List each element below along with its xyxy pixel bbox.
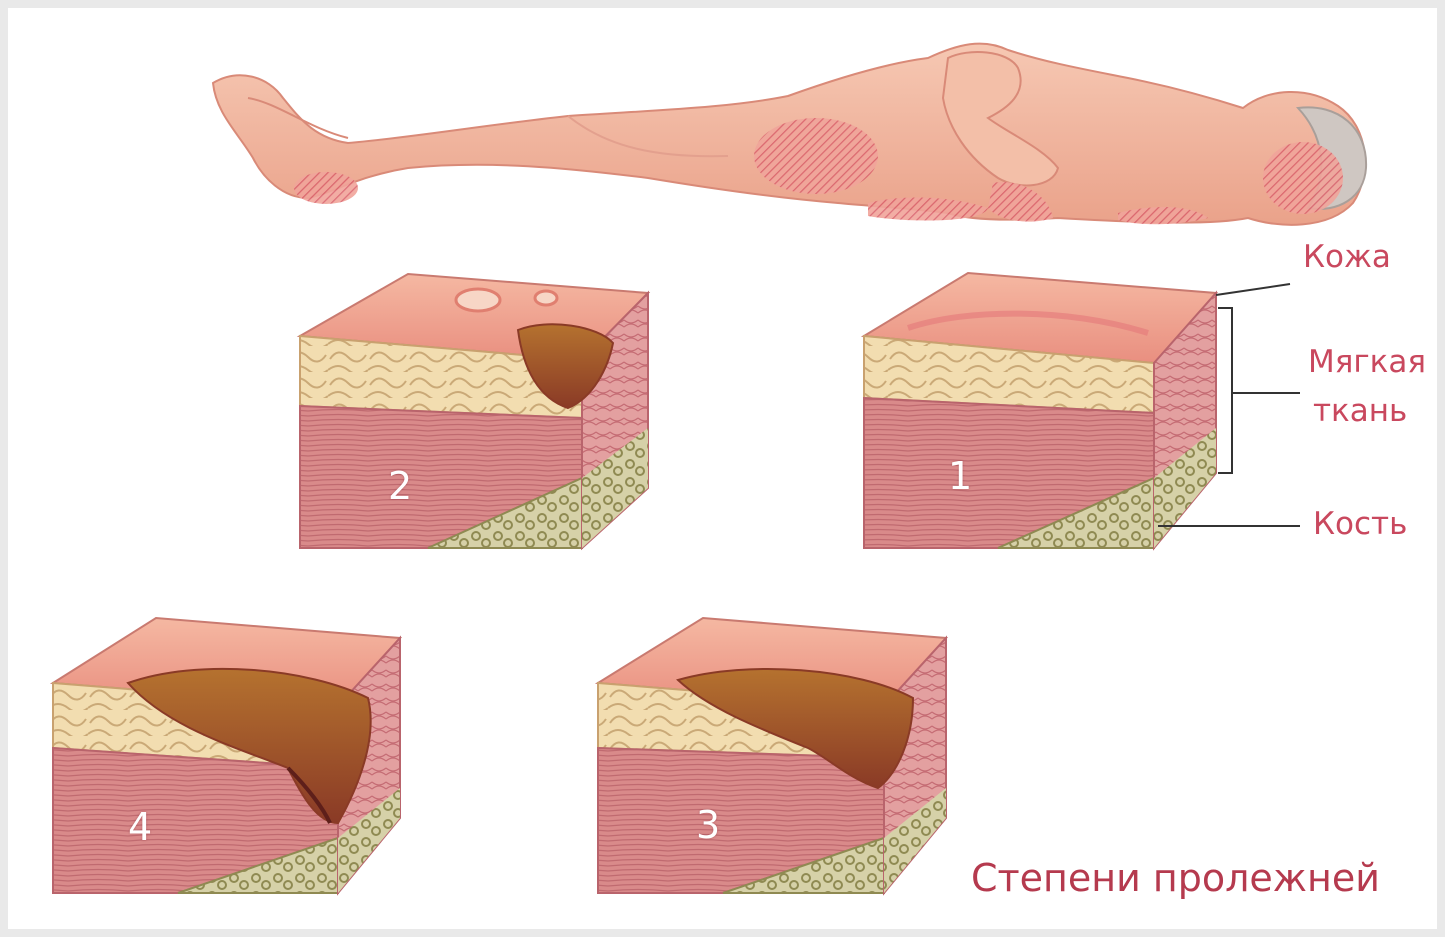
soft-tissue-label-line1: Мягкая	[1308, 343, 1426, 382]
diagram-title: Степени пролежней	[971, 856, 1380, 900]
stage-number-4: 4	[128, 805, 152, 849]
stage-number-2: 2	[388, 464, 412, 508]
stage-1-block	[864, 273, 1216, 548]
bone-label: Кость	[1313, 505, 1407, 544]
stage-4-block	[53, 618, 400, 893]
stage-2-block	[300, 274, 648, 548]
soft-tissue-bracket	[1218, 308, 1300, 473]
skin-label: Кожа	[1303, 238, 1391, 277]
diagram-frame: Кожа Мягкая ткань Кость 1 2 3 4 Степени …	[8, 8, 1437, 929]
body-figure	[8, 8, 1437, 929]
stage-number-3: 3	[696, 803, 720, 847]
stage-3-block	[598, 618, 946, 893]
soft-tissue-label-line2: ткань	[1313, 392, 1407, 431]
stage-number-1: 1	[948, 454, 972, 498]
skin-leader-line	[1216, 284, 1290, 295]
